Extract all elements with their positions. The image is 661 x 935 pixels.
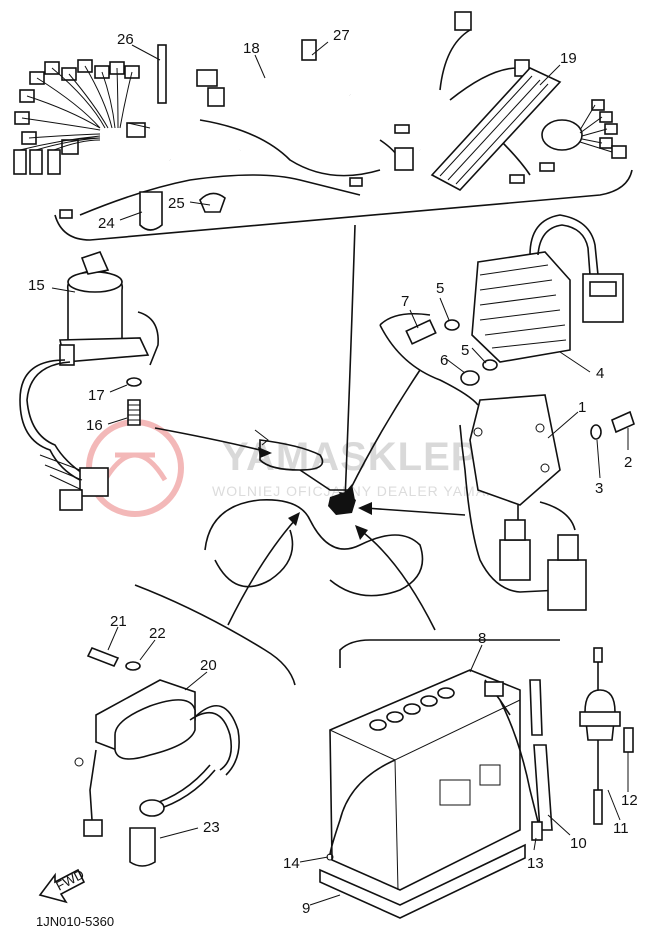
battery-band-9 — [319, 843, 526, 919]
connector — [509, 174, 525, 184]
watermark-sub-text: WOLNIEJ OFICJALNY DEALER YAMAHA — [212, 483, 508, 499]
collar-7 — [405, 319, 437, 345]
bolt-16 — [127, 399, 141, 426]
bolt-21 — [86, 646, 120, 668]
callout-18: 18 — [243, 40, 260, 57]
callout-24: 24 — [98, 215, 115, 232]
cable-tie-26 — [157, 44, 167, 104]
fwd-arrow: FWD — [38, 867, 87, 904]
callout-19: 19 — [560, 50, 577, 67]
callout-27: 27 — [333, 27, 350, 44]
connector — [126, 122, 146, 138]
pointer-lines — [154, 224, 466, 631]
harness-group-outline — [54, 169, 633, 241]
washer-17 — [126, 377, 142, 387]
connector — [207, 87, 225, 107]
callout-23: 23 — [203, 819, 220, 836]
clamp-24 — [139, 191, 163, 231]
callout-5b: 5 — [461, 342, 469, 359]
fuse-12 — [623, 727, 634, 753]
rectifier-group — [379, 214, 624, 406]
clamp-25 — [199, 192, 226, 213]
main-switch-group — [19, 251, 159, 511]
callout-6: 6 — [440, 352, 448, 369]
callout-21: 21 — [110, 613, 127, 630]
callout-15: 15 — [28, 277, 45, 294]
wire-harness-group — [13, 11, 633, 241]
callout-3: 3 — [595, 480, 603, 497]
cdi-unit-group — [459, 394, 635, 611]
battery-group — [319, 639, 560, 919]
callout-22: 22 — [149, 625, 166, 642]
rectifier-regulator-4 — [471, 251, 571, 363]
callout-9: 9 — [302, 900, 310, 917]
connector — [539, 162, 555, 172]
part-code: 1JN010-5360 — [36, 914, 114, 929]
breather-pipe-10 — [529, 679, 543, 736]
switch-coupler — [79, 467, 109, 497]
connector — [196, 69, 218, 87]
washer-5 — [444, 319, 460, 331]
callout-12: 12 — [621, 792, 638, 809]
right-connector-cluster — [541, 99, 627, 159]
connector — [59, 209, 73, 219]
callout-17: 17 — [88, 387, 105, 404]
callout-25: 25 — [168, 195, 185, 212]
switch-coupler — [59, 489, 83, 511]
left-connector-bundle — [13, 59, 140, 175]
callout-26: 26 — [117, 31, 134, 48]
callout-20: 20 — [200, 657, 217, 674]
bolt-2 — [611, 410, 635, 434]
frame-sketch — [204, 429, 424, 597]
terminal-13 — [531, 821, 543, 841]
callout-16: 16 — [86, 417, 103, 434]
callout-4: 4 — [596, 365, 604, 382]
cdi-coupler — [547, 559, 587, 611]
callout-2: 2 — [624, 454, 632, 471]
connector — [454, 11, 472, 31]
coil-lead-terminal — [83, 819, 103, 837]
ignition-coil-group — [74, 584, 296, 867]
cdi-coupler — [499, 539, 531, 581]
callout-7: 7 — [401, 293, 409, 310]
connector — [394, 124, 410, 134]
part-location-marker — [328, 492, 356, 515]
callout-14: 14 — [283, 855, 300, 872]
callout-5a: 5 — [436, 280, 444, 297]
cdi-unit-1 — [469, 394, 561, 506]
callout-11: 11 — [613, 820, 629, 837]
callout-8: 8 — [478, 630, 486, 647]
tape-strip-19 — [430, 67, 562, 191]
washer-5b — [482, 359, 498, 371]
callout-1: 1 — [578, 399, 586, 416]
plug-cap-23 — [129, 827, 156, 867]
connector — [349, 177, 363, 187]
cable-tie-27 — [301, 39, 317, 61]
washer-22 — [125, 661, 141, 671]
connector — [394, 147, 414, 171]
callout-labels: 26 18 27 19 22 24 25 15 17 16 7 5 5 6 4 … — [28, 27, 638, 917]
washer-3 — [590, 424, 602, 440]
callout-10: 10 — [570, 835, 587, 852]
callout-13: 13 — [527, 855, 544, 872]
leader-lines — [51, 41, 629, 906]
nut-6 — [460, 370, 480, 386]
